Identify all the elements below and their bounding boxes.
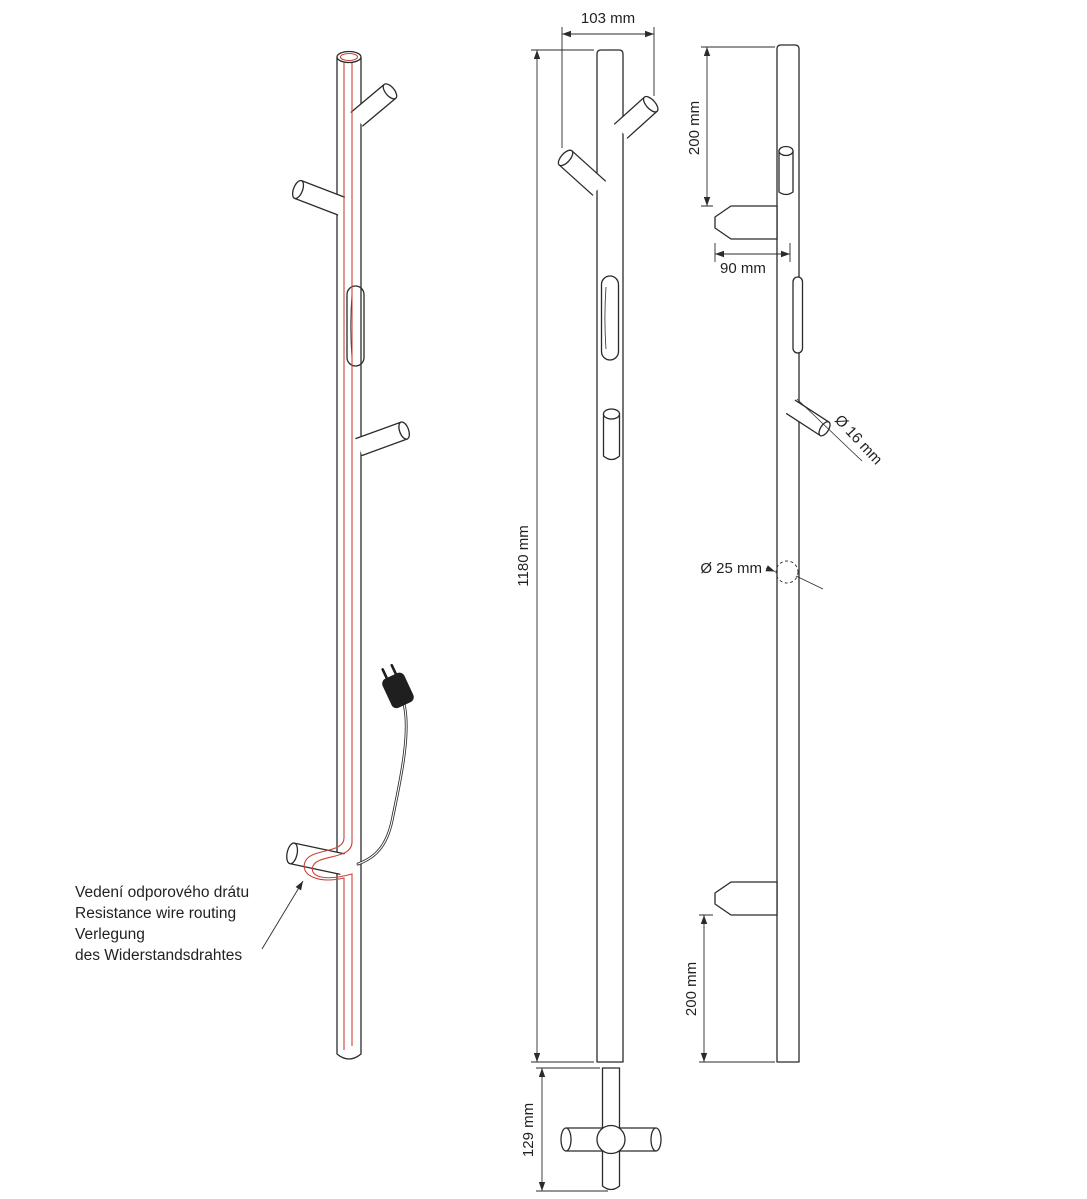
pole (596, 49, 624, 1063)
pole (776, 44, 800, 1063)
dim-overall-height-label: 1180 mm (515, 525, 532, 586)
dim-hook-diameter-label: Ø 16 mm (831, 412, 886, 469)
hook-top-right (350, 83, 398, 127)
foot-cross (560, 1067, 662, 1191)
hook-top-left (557, 149, 607, 196)
tube-section-circle (775, 560, 799, 584)
mounting-slot (792, 276, 804, 354)
hook-bottom (714, 881, 778, 916)
dim-base-height-label: 129 mm (520, 1103, 537, 1157)
dim-width: 103 mm (561, 10, 655, 148)
dim-bottom-offset-label: 200 mm (683, 962, 700, 1016)
hook-middle-right (355, 421, 410, 457)
dim-hook-length: 90 mm (714, 243, 791, 277)
dim-tube-diameter-label: Ø 25 mm (700, 560, 762, 577)
annotation-line-en: Resistance wire routing (75, 905, 236, 922)
side-view: Ø 16 mm Ø 25 mm 200 mm 90 mm 200 mm (683, 44, 886, 1063)
hook-upper-left (291, 179, 346, 216)
hook-top (714, 205, 778, 240)
foot-joint-ball (596, 1124, 626, 1155)
dim-hook-length-label: 90 mm (720, 260, 766, 277)
resistance-wire (303, 63, 353, 1050)
annotation-leader-line (261, 880, 304, 950)
annotation: Vedení odporového drátu Resistance wire … (75, 880, 304, 964)
dim-top-offset-label: 200 mm (686, 101, 703, 155)
dim-base-height: 129 mm (520, 1067, 608, 1192)
dim-bottom-offset: 200 mm (683, 914, 775, 1063)
hook-peg (602, 408, 621, 461)
annotation-line-de-2: des Widerstandsdrahtes (75, 947, 242, 964)
dim-overall-height: 1180 mm (515, 49, 594, 1063)
hook-bottom-left (286, 842, 345, 875)
perspective-view (286, 50, 414, 1060)
mounting-slot (600, 275, 620, 361)
power-plug (381, 663, 414, 709)
annotation-line-de-1: Verlegung (75, 926, 145, 943)
dim-width-label: 103 mm (581, 10, 635, 27)
hook-peg-top (778, 145, 794, 196)
front-view: 103 mm 1180 mm 129 mm (515, 10, 662, 1192)
hook-angled (785, 399, 831, 437)
power-cable (356, 702, 408, 866)
dim-tube-diameter: Ø 25 mm (700, 560, 824, 590)
dim-top-offset: 200 mm (686, 46, 775, 207)
pole (336, 50, 362, 1060)
annotation-line-cs: Vedení odporového drátu (75, 884, 249, 901)
hook-top-right (613, 95, 659, 139)
